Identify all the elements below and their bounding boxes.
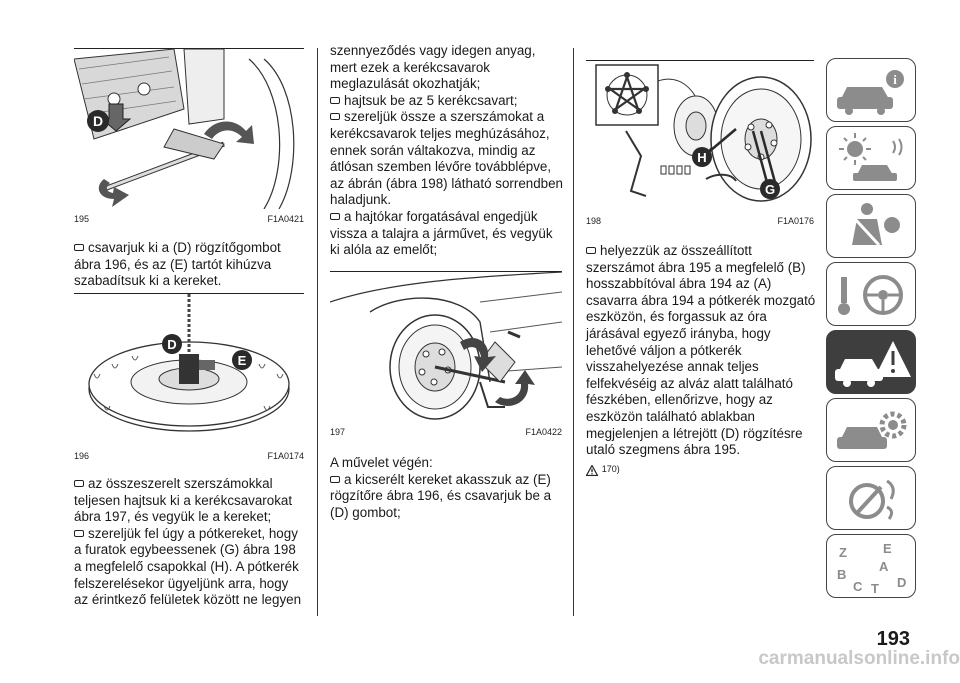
tab-emergency[interactable] bbox=[826, 330, 916, 394]
watermark: carmanualsonline.info bbox=[758, 648, 960, 669]
wheel-hub-illustration: D bbox=[74, 49, 304, 209]
seatbelt-airbag-icon bbox=[852, 203, 900, 247]
column-divider bbox=[573, 48, 574, 616]
col2-block4: A művelet végén: a kicserélt kereket aka… bbox=[330, 455, 564, 521]
warning-icon bbox=[585, 463, 599, 476]
svg-text:D: D bbox=[897, 575, 906, 590]
spare-tyre-illustration: D E bbox=[88, 294, 290, 432]
figure-196-caption: 196 F1A0174 bbox=[74, 451, 304, 461]
tab-technical-data[interactable] bbox=[826, 466, 916, 530]
figure-196: D E bbox=[74, 293, 304, 444]
col2-block0: szennyeződés vagy idegen anyag, mert eze… bbox=[330, 43, 564, 258]
tab-car-info[interactable]: i bbox=[826, 58, 916, 122]
car-jack-illustration bbox=[330, 272, 562, 420]
column-divider bbox=[317, 48, 318, 616]
figure-197 bbox=[330, 271, 562, 424]
dashboard-lights-icon bbox=[839, 133, 903, 181]
bullet-icon bbox=[330, 96, 340, 104]
tab-dashboard-lights[interactable] bbox=[826, 126, 916, 190]
svg-text:Z: Z bbox=[839, 545, 847, 560]
tab-maintenance[interactable] bbox=[826, 398, 916, 462]
bullet-icon bbox=[74, 480, 84, 487]
index-letters-icon: Z E A B C T D bbox=[837, 541, 906, 596]
callout-d: D bbox=[167, 337, 176, 352]
emergency-triangle-icon bbox=[835, 341, 911, 387]
svg-text:B: B bbox=[837, 567, 846, 582]
page-number: 193 bbox=[876, 628, 910, 650]
figure-198-caption: 198 F1A0176 bbox=[586, 216, 814, 226]
bullet-icon bbox=[586, 247, 596, 254]
bullet-icon bbox=[74, 244, 84, 251]
technical-data-icon bbox=[849, 479, 895, 520]
bullet-icon bbox=[74, 529, 84, 537]
tab-steering-key[interactable] bbox=[826, 262, 916, 326]
callout-d: D bbox=[93, 113, 103, 129]
svg-text:T: T bbox=[871, 581, 879, 596]
svg-text:i: i bbox=[893, 72, 897, 87]
wheel-mounting-illustration: H G bbox=[595, 64, 812, 202]
tab-index[interactable]: Z E A B C T D bbox=[826, 534, 916, 598]
car-info-icon: i bbox=[837, 70, 904, 115]
callout-g: G bbox=[765, 182, 775, 197]
steering-key-icon bbox=[838, 275, 903, 315]
svg-text:A: A bbox=[879, 559, 889, 574]
bullet-icon bbox=[330, 212, 340, 220]
figure-code: F1A0421 bbox=[267, 214, 304, 224]
bullet-icon bbox=[330, 113, 340, 121]
figure-197-caption: 197 F1A0422 bbox=[330, 427, 562, 437]
figure-195: D bbox=[74, 48, 304, 209]
figure-198: H G bbox=[586, 60, 814, 213]
tab-seatbelt-airbag[interactable] bbox=[826, 194, 916, 258]
col1-block2: az összeszerelt szerszámokkal teljesen h… bbox=[74, 476, 302, 608]
figure-195-caption: 195 F1A0421 bbox=[74, 214, 304, 226]
col1-block1: csavarjuk ki a (D) rögzítőgombot ábra 19… bbox=[74, 240, 281, 289]
callout-e: E bbox=[238, 353, 247, 368]
figure-number: 195 bbox=[74, 214, 90, 224]
section-heading: A művelet végén: bbox=[330, 455, 433, 470]
svg-text:E: E bbox=[883, 541, 892, 556]
bullet-icon bbox=[330, 475, 340, 483]
maintenance-gear-icon bbox=[837, 411, 907, 449]
col3-block1: helyezzük az összeállított szerszámot áb… bbox=[585, 243, 816, 476]
callout-h: H bbox=[697, 150, 706, 165]
svg-text:C: C bbox=[853, 579, 863, 594]
warning-reference[interactable]: 170) bbox=[601, 463, 620, 474]
